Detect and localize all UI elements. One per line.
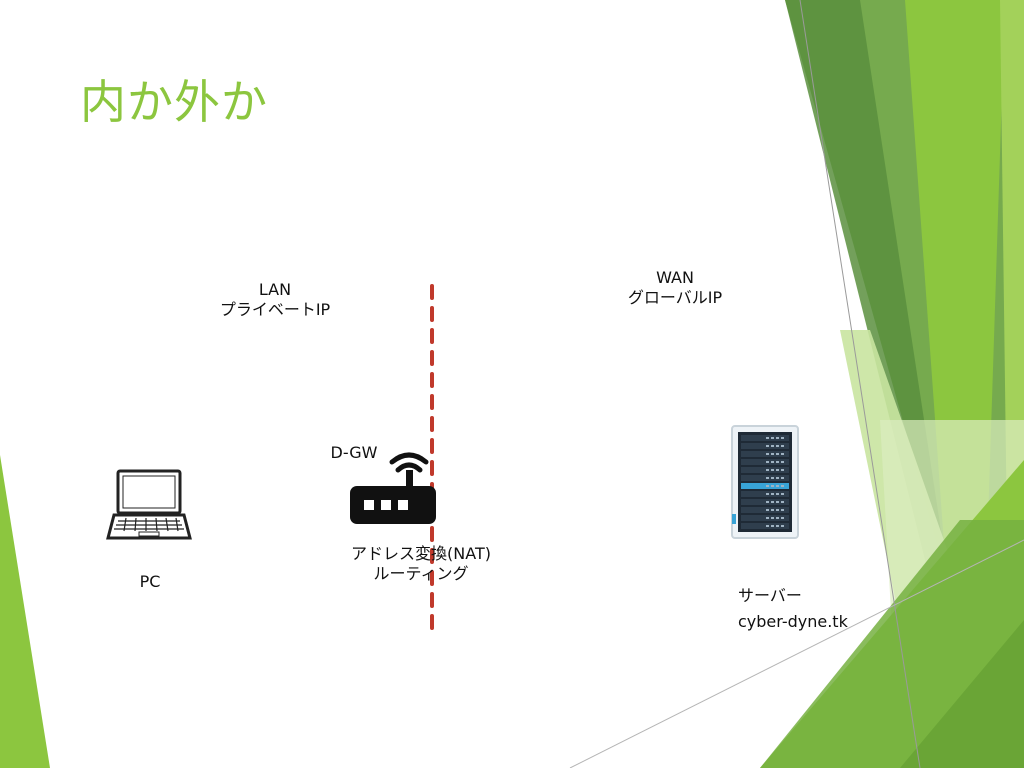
pc-label: PC — [139, 572, 161, 591]
rack-led — [766, 445, 769, 447]
global-ip-label: グローバルIP — [627, 288, 723, 307]
rack-led — [781, 493, 784, 495]
rack-led — [776, 437, 779, 439]
rack-unit — [741, 483, 789, 489]
rack-led — [776, 493, 779, 495]
wan-label: WAN — [656, 268, 694, 287]
rack-unit — [741, 499, 789, 505]
server-label: サーバー — [738, 586, 802, 605]
rack-unit — [741, 491, 789, 497]
rack-led — [776, 445, 779, 447]
rack-led — [781, 477, 784, 479]
rack-led — [771, 469, 774, 471]
rack-unit — [741, 467, 789, 473]
server-rack-icon — [731, 425, 799, 539]
rack-unit — [741, 443, 789, 449]
rack-led — [781, 469, 784, 471]
rack-led — [766, 517, 769, 519]
lan-wan-boundary-line — [430, 284, 434, 636]
rack-unit — [741, 475, 789, 481]
rack-led — [766, 509, 769, 511]
lan-label: LAN — [258, 280, 292, 299]
rack-led — [771, 437, 774, 439]
rack-led — [781, 517, 784, 519]
private-ip-label: プライベートIP — [219, 300, 331, 319]
rack-led — [766, 437, 769, 439]
lan-zone-label: LAN プライベートIP — [200, 280, 350, 320]
router-caption: アドレス変換(NAT) ルーティング — [328, 544, 514, 584]
rack-led — [771, 493, 774, 495]
rack-led — [766, 453, 769, 455]
rack-led — [776, 525, 779, 527]
rack-led — [766, 477, 769, 479]
wifi-router-icon — [350, 452, 436, 524]
rack-led — [781, 437, 784, 439]
rack-led — [781, 445, 784, 447]
laptop-icon — [106, 469, 192, 540]
rack-led — [781, 525, 784, 527]
rack-led — [771, 509, 774, 511]
nat-label: アドレス変換(NAT) — [351, 544, 491, 563]
rack-led — [776, 509, 779, 511]
rack-led — [776, 461, 779, 463]
routing-label: ルーティング — [373, 564, 469, 583]
rack-led — [776, 501, 779, 503]
rack-unit — [741, 435, 789, 441]
rack-led — [776, 485, 779, 487]
rack-led — [766, 469, 769, 471]
rack-led — [781, 501, 784, 503]
rack-led — [771, 485, 774, 487]
rack-led — [766, 525, 769, 527]
rack-led — [766, 501, 769, 503]
rack-led — [771, 445, 774, 447]
rack-led — [771, 461, 774, 463]
rack-led — [766, 461, 769, 463]
rack-led — [781, 453, 784, 455]
rack-led — [781, 509, 784, 511]
rack-led — [771, 453, 774, 455]
rack-led — [771, 477, 774, 479]
rack-led — [781, 485, 784, 487]
rack-led — [766, 485, 769, 487]
rack-unit — [741, 507, 789, 513]
rack-led — [776, 469, 779, 471]
rack-unit — [741, 451, 789, 457]
rack-led — [776, 453, 779, 455]
rack-led — [771, 501, 774, 503]
router-name-label: D-GW — [330, 443, 378, 462]
rack-led — [771, 525, 774, 527]
rack-led — [776, 477, 779, 479]
rack-unit — [741, 515, 789, 521]
wan-zone-label: WAN グローバルIP — [600, 268, 750, 308]
slide-title: 内か外か — [80, 75, 268, 129]
server-hostname: cyber-dyne.tk — [738, 612, 848, 631]
rack-unit — [741, 523, 789, 529]
rack-unit — [741, 459, 789, 465]
rack-led — [776, 517, 779, 519]
rack-led — [766, 493, 769, 495]
rack-led — [781, 461, 784, 463]
rack-led — [771, 517, 774, 519]
